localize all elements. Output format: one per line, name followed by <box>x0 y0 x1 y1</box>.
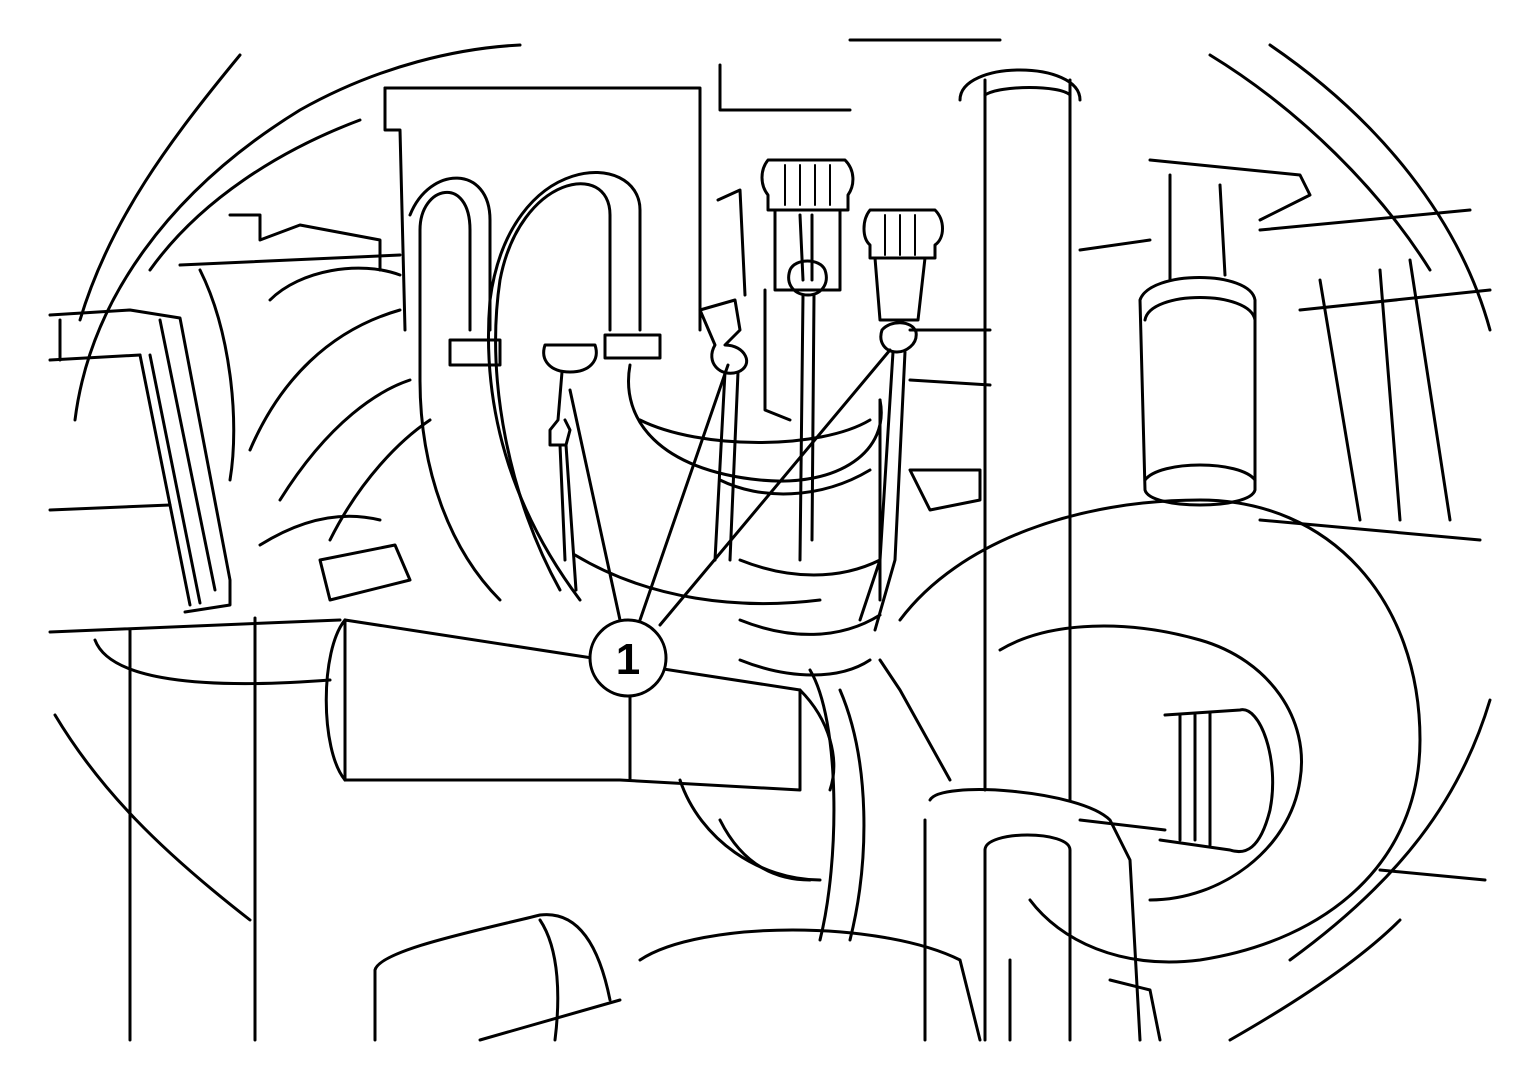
connector-right <box>858 208 944 632</box>
lower-housing <box>373 788 1162 1042</box>
right-strut <box>1078 158 1492 542</box>
callout-leaders <box>568 348 892 627</box>
left-panel <box>48 308 342 1042</box>
callout-1: 1 <box>588 618 668 698</box>
ring-hose <box>898 498 1422 964</box>
hose-loops <box>408 171 662 602</box>
connector-left <box>542 343 598 592</box>
housing-outline <box>53 43 1492 1042</box>
connector-tall <box>760 158 855 562</box>
connector-mid <box>698 188 749 562</box>
callout-label: 1 <box>616 635 640 684</box>
upper-bracket <box>178 38 1002 602</box>
tank-body <box>573 328 992 677</box>
vertical-rod <box>958 68 1082 802</box>
